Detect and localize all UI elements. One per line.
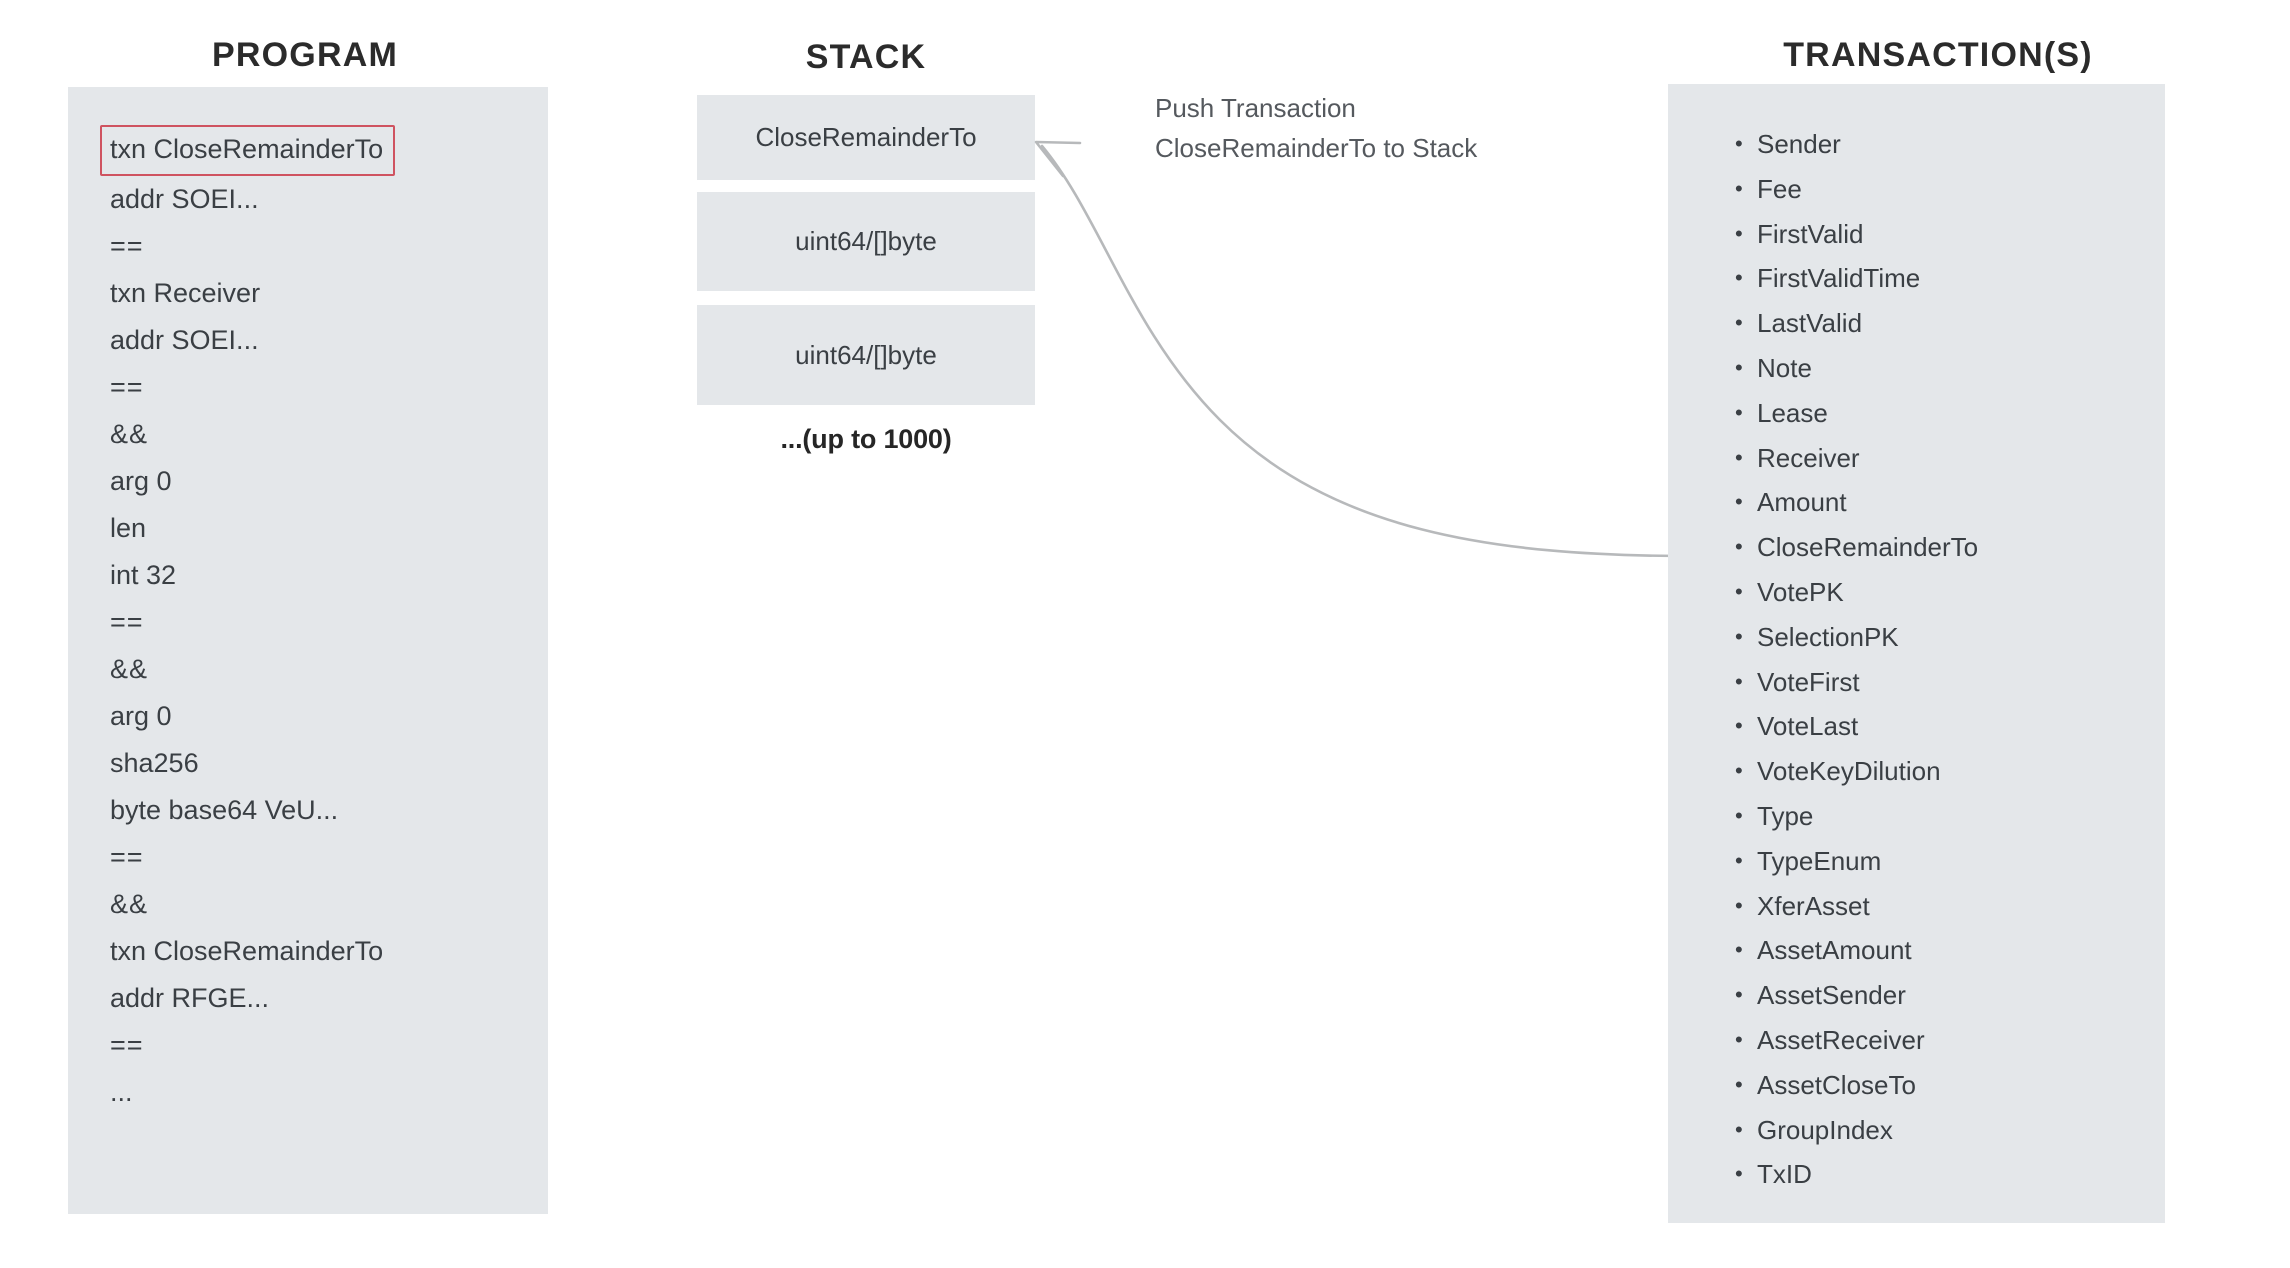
- program-line: &&: [110, 889, 149, 919]
- transaction-field[interactable]: Fee: [1735, 167, 2165, 212]
- program-line: byte base64 VeU...: [110, 795, 339, 825]
- program-line: addr RFGE...: [110, 983, 270, 1013]
- transaction-field[interactable]: AssetReceiver: [1735, 1018, 2165, 1063]
- program-line: ==: [110, 607, 144, 637]
- program-instruction-list: txn CloseRemainderTo addr SOEI... == txn…: [100, 125, 530, 1116]
- program-line: ==: [110, 1030, 144, 1060]
- transaction-field[interactable]: FirstValid: [1735, 212, 2165, 257]
- program-line: addr SOEI...: [110, 325, 259, 355]
- transaction-field[interactable]: AssetAmount: [1735, 928, 2165, 973]
- transaction-field-close-remainder-to[interactable]: CloseRemainderTo: [1735, 525, 2165, 570]
- transaction-field[interactable]: VoteFirst: [1735, 660, 2165, 705]
- transaction-field[interactable]: XferAsset: [1735, 884, 2165, 929]
- transaction-field[interactable]: AssetCloseTo: [1735, 1063, 2165, 1108]
- program-line: arg 0: [110, 466, 172, 496]
- transaction-field[interactable]: VoteKeyDilution: [1735, 749, 2165, 794]
- program-line: txn CloseRemainderTo: [110, 936, 384, 966]
- stack-cell[interactable]: uint64/[]byte: [697, 305, 1035, 405]
- transactions-column-title: TRANSACTION(S): [1783, 36, 2093, 74]
- program-line: len: [110, 513, 147, 543]
- transaction-field[interactable]: Amount: [1735, 480, 2165, 525]
- program-line-highlighted[interactable]: txn CloseRemainderTo: [100, 125, 396, 176]
- stack-cell-top[interactable]: CloseRemainderTo: [697, 95, 1035, 180]
- program-line: int 32: [110, 560, 177, 590]
- stack-capacity-note: ...(up to 1000): [780, 424, 952, 454]
- transaction-field[interactable]: VotePK: [1735, 570, 2165, 615]
- program-line-ellipsis: ...: [110, 1077, 133, 1107]
- transaction-field[interactable]: TxID: [1735, 1152, 2165, 1197]
- program-line: ==: [110, 372, 144, 402]
- program-line: txn Receiver: [110, 278, 261, 308]
- transaction-field[interactable]: LastValid: [1735, 301, 2165, 346]
- transaction-field[interactable]: VoteLast: [1735, 704, 2165, 749]
- transaction-field[interactable]: FirstValidTime: [1735, 256, 2165, 301]
- stack-column-title: STACK: [805, 38, 927, 76]
- transaction-field[interactable]: Sender: [1735, 122, 2165, 167]
- transaction-field[interactable]: Lease: [1735, 391, 2165, 436]
- transaction-field[interactable]: Note: [1735, 346, 2165, 391]
- push-annotation-line-1: Push Transaction: [1155, 93, 1356, 123]
- program-line: sha256: [110, 748, 199, 778]
- transaction-field[interactable]: AssetSender: [1735, 973, 2165, 1018]
- program-panel: [68, 87, 548, 1214]
- push-arrow-path: [1040, 144, 1692, 558]
- transaction-field-list: Sender Fee FirstValid FirstValidTime Las…: [1735, 122, 2165, 1197]
- push-annotation: Push Transaction CloseRemainderTo to Sta…: [1155, 88, 1675, 168]
- program-line: &&: [110, 419, 149, 449]
- push-annotation-line-2: CloseRemainderTo to Stack: [1155, 133, 1478, 163]
- transaction-field[interactable]: Type: [1735, 794, 2165, 839]
- push-arrow-head-icon: [1034, 140, 1082, 178]
- stack-cell[interactable]: uint64/[]byte: [697, 192, 1035, 291]
- transaction-field[interactable]: Receiver: [1735, 436, 2165, 481]
- program-line: ==: [110, 231, 144, 261]
- transaction-field[interactable]: GroupIndex: [1735, 1108, 2165, 1153]
- transaction-field[interactable]: TypeEnum: [1735, 839, 2165, 884]
- transaction-field[interactable]: SelectionPK: [1735, 615, 2165, 660]
- program-line: &&: [110, 654, 149, 684]
- program-line: ==: [110, 842, 144, 872]
- program-line: arg 0: [110, 701, 172, 731]
- program-column-title: PROGRAM: [212, 36, 398, 74]
- program-line: addr SOEI...: [110, 184, 259, 214]
